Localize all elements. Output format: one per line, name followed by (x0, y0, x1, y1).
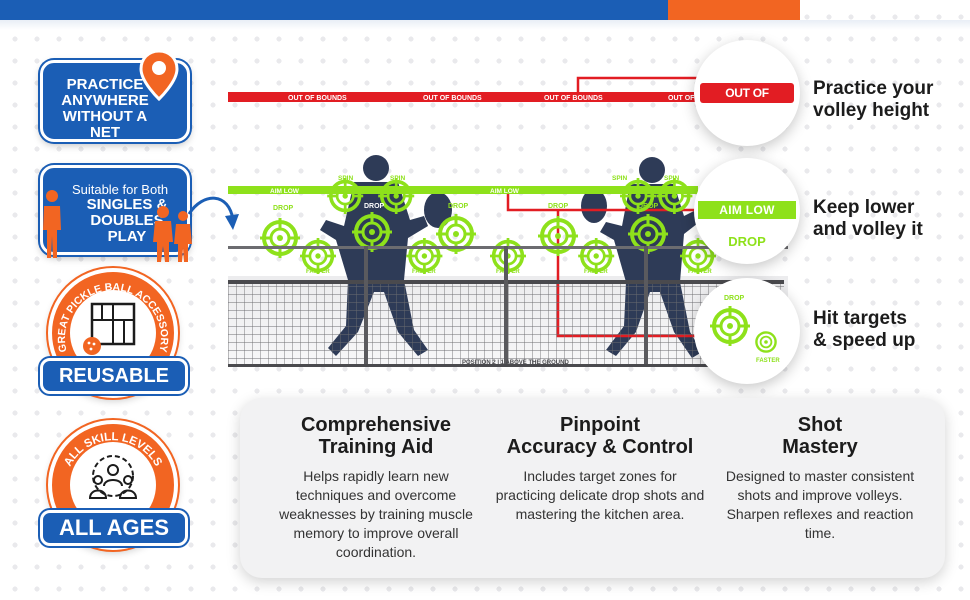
top-bar-blue (0, 0, 800, 20)
top-bar-orange (668, 0, 800, 20)
svg-text:DROP: DROP (273, 205, 294, 212)
aim-low-label-1: AIM LOW (270, 188, 300, 195)
svg-text:FASTER: FASTER (306, 269, 330, 275)
svg-text:FASTER: FASTER (688, 269, 712, 275)
svg-text:DROP: DROP (724, 295, 745, 302)
all-ages-ribbon: ALL AGES (40, 510, 188, 546)
benefit-body: Designed to master consistent shots and … (725, 468, 915, 541)
svg-text:SPIN: SPIN (664, 175, 679, 182)
svg-text:DROP: DROP (638, 203, 659, 210)
aim-low-strap (228, 186, 698, 194)
svg-text:DROP: DROP (448, 203, 469, 210)
aim-low-pill-label: AIM LOW (698, 201, 796, 219)
all-ages-badge: ALL SKILL LEVELS ALL AGES (40, 420, 188, 550)
svg-text:FASTER: FASTER (412, 269, 436, 275)
oob-label-1: OUT OF BOUNDS (288, 95, 347, 102)
net-caption: POSITION 2 | 1 ABOVE THE GROUND (462, 360, 569, 366)
target-zoom-icon: DROP FASTER (710, 295, 780, 364)
reusable-ribbon: REUSABLE (40, 358, 188, 394)
practice-anywhere-badge: PRACTICE ANYWHERE WITHOUT A NET (40, 49, 190, 142)
aim-low-drop-label: DROP (728, 234, 766, 249)
doubles-silhouette-icon (153, 206, 192, 262)
target-drop-4 (536, 214, 580, 258)
oob-pill-label: OUT OF BOUNDS (700, 83, 794, 120)
benefit-body: Includes target zones for practicing del… (495, 468, 705, 522)
feature-circle-aim-low: AIM LOW DROP (694, 158, 800, 264)
curved-arrow-icon (187, 196, 239, 230)
svg-text:DROP: DROP (364, 203, 385, 210)
net-and-targets-svg: OUT OF BOUNDS OUT OF BOUNDS OUT OF BOUND… (228, 76, 788, 367)
oob-label-2: OUT OF BOUNDS (423, 95, 482, 102)
practice-anywhere-text: PRACTICE ANYWHERE WITHOUT A NET (61, 76, 149, 141)
target-drop-1 (258, 216, 302, 260)
out-of-bounds-strap (228, 92, 788, 102)
svg-text:SPIN: SPIN (338, 175, 353, 182)
svg-text:DROP: DROP (548, 203, 569, 210)
feature-circle-targets: DROP FASTER (694, 278, 800, 384)
svg-text:FASTER: FASTER (496, 269, 520, 275)
location-pin-icon (139, 49, 179, 101)
reusable-badge: GREAT PICKLE BALL ACCESSORY REUSABLE (40, 268, 188, 398)
singles-doubles-badge: Suitable for Both SINGLES & DOUBLES PLAY (40, 165, 192, 262)
feature-title-hit-targets: Hit targets& speed up (813, 308, 916, 351)
svg-text:SPIN: SPIN (612, 175, 627, 182)
suitable-small-text: Suitable for Both (71, 182, 169, 197)
oob-label-3: OUT OF BOUNDS (544, 95, 603, 102)
feature-circle-out-of-bounds: OUT OF BOUNDS (694, 40, 800, 146)
aim-low-label-2: AIM LOW (490, 188, 520, 195)
benefit-body: Helps rapidly learn new techniques and o… (279, 468, 473, 560)
top-bar-fade (0, 20, 970, 30)
svg-text:FASTER: FASTER (756, 358, 780, 364)
svg-text:SPIN: SPIN (390, 175, 405, 182)
singles-doubles-text: SINGLES & DOUBLES PLAY (86, 196, 168, 245)
player-silhouette-icon (43, 190, 61, 258)
svg-text:FASTER: FASTER (584, 269, 608, 275)
